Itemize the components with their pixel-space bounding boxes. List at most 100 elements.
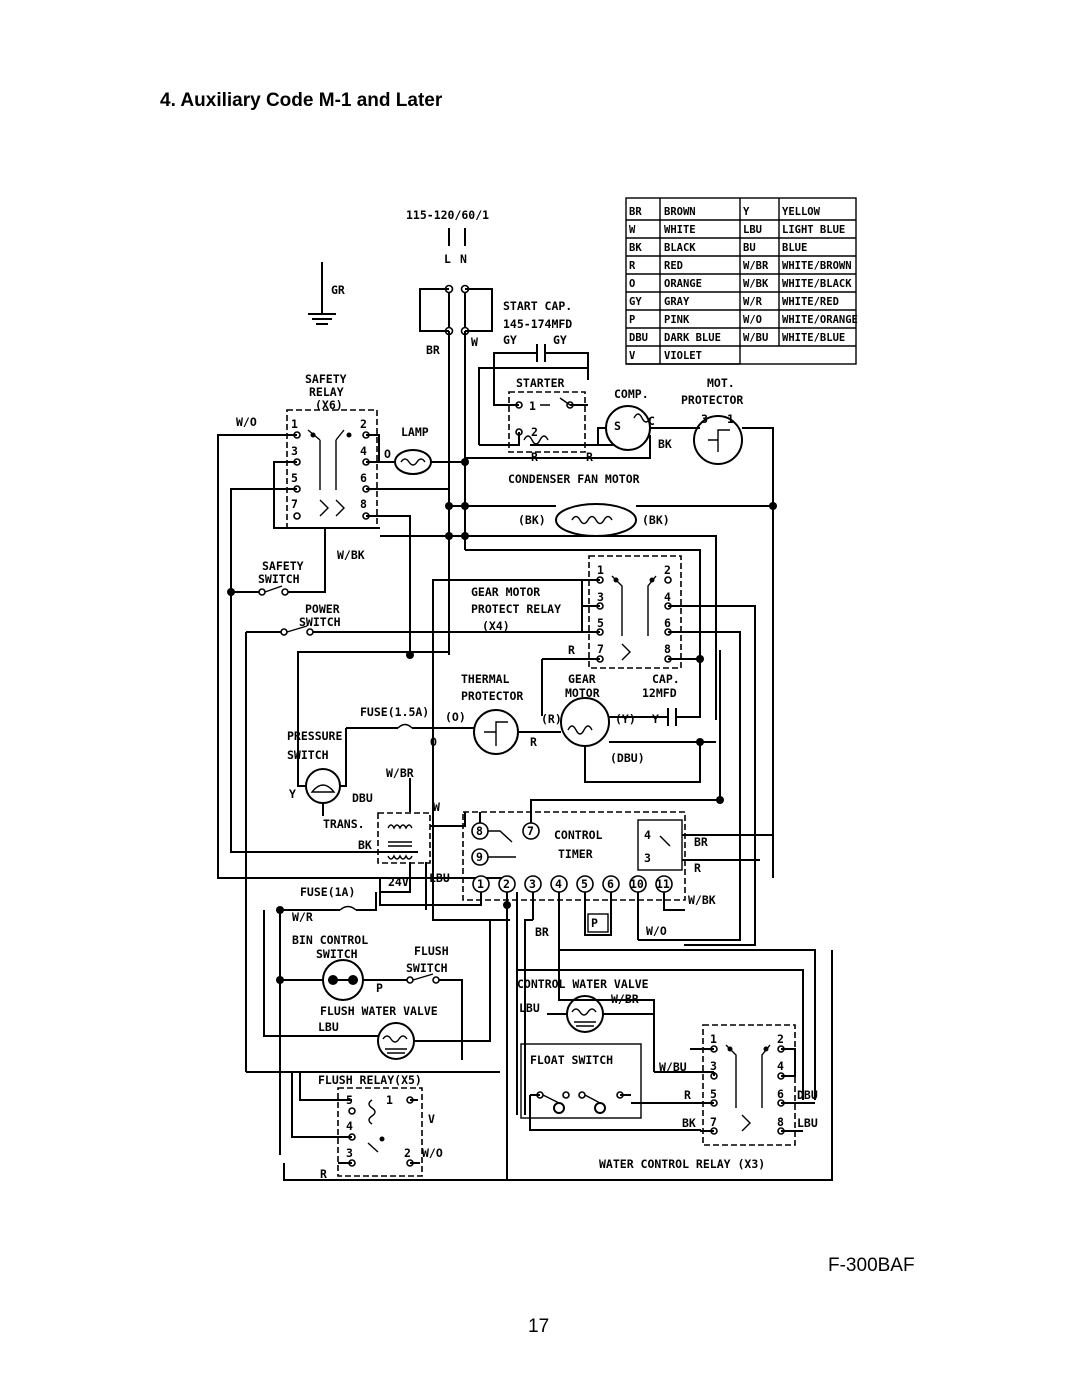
- wo-label: W/O: [236, 415, 257, 429]
- r-label-3: R: [694, 861, 701, 875]
- pressure-switch-label-1: PRESSURE: [287, 729, 342, 743]
- legend-color-2: LIGHT BLUE: [782, 224, 845, 236]
- gear-motor-label-1: GEAR: [568, 672, 596, 686]
- gr-label: GR: [331, 283, 345, 297]
- float-switch-box: [520, 1043, 642, 1119]
- legend-color: BLACK: [664, 242, 696, 254]
- 24v-label: 24V: [388, 875, 409, 889]
- legend-color: PINK: [664, 314, 690, 326]
- tt-4: 4: [555, 877, 562, 891]
- gm-term-6: 6: [664, 616, 671, 630]
- sr-term-6: 6: [360, 471, 367, 485]
- legend-code: BK: [629, 242, 642, 254]
- dbu-label-2: DBU: [797, 1088, 818, 1102]
- wbu-label: W/BU: [659, 1060, 687, 1074]
- wo-label-2: W/O: [646, 924, 667, 938]
- wc-term-7: 7: [710, 1115, 717, 1129]
- ct-term-9: 9: [476, 850, 483, 864]
- sr-term-4: 4: [360, 444, 367, 458]
- gear-motor-relay-label-3: (X4): [482, 619, 510, 633]
- sr-term-8: 8: [360, 497, 367, 511]
- gm-term-4: 4: [664, 590, 671, 604]
- fr-term-3: 3: [346, 1146, 353, 1160]
- dbu-paren-label: (DBU): [610, 751, 645, 765]
- br-label-2: BR: [694, 835, 708, 849]
- flush-relay-label: FLUSH RELAY(X5): [318, 1073, 422, 1087]
- ground-icon: [308, 262, 336, 325]
- legend-color-2: BLUE: [782, 242, 807, 254]
- bin-control-label-1: BIN CONTROL: [292, 933, 368, 947]
- safety-relay-label-3: (X6): [315, 398, 343, 412]
- legend-color-2: WHITE/BLUE: [782, 332, 845, 344]
- control-timer-label-1: CONTROL: [554, 828, 603, 842]
- control-timer-box: [462, 811, 686, 901]
- fuse-15-label: FUSE(1.5A): [360, 705, 429, 719]
- sr-term-1: 1: [291, 417, 298, 431]
- lamp-icon: [394, 449, 432, 475]
- float-switch-label: FLOAT SWITCH: [530, 1053, 613, 1067]
- comp-c-label: C: [648, 414, 655, 428]
- ct-term-4: 4: [644, 828, 651, 842]
- fan-bk-left: (BK): [518, 513, 546, 527]
- legend-code-2: W/BK: [743, 278, 769, 290]
- legend-color: GRAY: [664, 296, 690, 308]
- wc-term-6: 6: [777, 1087, 784, 1101]
- motor-protector-icon: [693, 415, 743, 465]
- fuse-1a-icon: [339, 905, 357, 911]
- gm-term-1: 1: [597, 563, 604, 577]
- legend-color-2: WHITE/BROWN: [782, 260, 852, 272]
- legend-color: ORANGE: [664, 278, 702, 290]
- legend-code: P: [629, 314, 635, 326]
- r-label-4: R: [320, 1167, 327, 1181]
- y-paren-label: (Y): [615, 712, 636, 726]
- fr-term-1: 1: [386, 1093, 393, 1107]
- safety-switch-label-2: SWITCH: [258, 572, 300, 586]
- mot-protector-label-2: PROTECTOR: [681, 393, 743, 407]
- wc-term-5: 5: [710, 1087, 717, 1101]
- legend-color: BROWN: [664, 206, 696, 218]
- r-label-5: R: [684, 1088, 691, 1102]
- legend-code: R: [629, 260, 636, 272]
- br-label-3: BR: [535, 925, 549, 939]
- wr-label: W/R: [292, 910, 313, 924]
- flush-switch-icon: [412, 973, 434, 981]
- legend-code: GY: [629, 296, 642, 308]
- legend-code-2: W/BR: [743, 260, 769, 272]
- legend-code: V: [629, 350, 636, 362]
- lamp-o-label: O: [384, 447, 391, 461]
- tt-3: 3: [529, 877, 536, 891]
- dbu-label: DBU: [352, 791, 373, 805]
- wc-term-2: 2: [777, 1032, 784, 1046]
- trans-label: TRANS.: [323, 817, 365, 831]
- v-label: V: [428, 1112, 435, 1126]
- legend-color-2: WHITE/BLACK: [782, 278, 852, 290]
- legend-color-2: WHITE/ORANGE: [782, 314, 858, 326]
- water-control-relay-label: WATER CONTROL RELAY (X3): [599, 1157, 765, 1171]
- lbu-label-3: LBU: [318, 1020, 339, 1034]
- p-label-2: P: [591, 916, 598, 930]
- legend-code: W: [629, 224, 636, 236]
- starter-label: STARTER: [516, 376, 565, 390]
- y-label-2: Y: [289, 787, 296, 801]
- legend-code: DBU: [629, 332, 648, 344]
- gear-motor-relay-label-1: GEAR MOTOR: [471, 585, 540, 599]
- thermal-label-2: PROTECTOR: [461, 689, 523, 703]
- wc-term-4: 4: [777, 1059, 784, 1073]
- timer-terminals: 1 2 3 4 5 6 10 11: [472, 875, 673, 893]
- p-label: P: [376, 981, 383, 995]
- flush-switch-label-1: FLUSH: [414, 944, 449, 958]
- safety-switch-label-1: SAFETY: [262, 559, 304, 573]
- wo-label-3: W/O: [422, 1146, 443, 1160]
- wbk-label: W/BK: [337, 548, 365, 562]
- tt-6: 6: [607, 877, 614, 891]
- wbr-label: W/BR: [386, 766, 414, 780]
- tt-1: 1: [477, 877, 484, 891]
- wc-term-8: 8: [777, 1115, 784, 1129]
- wbr-label-2: W/BR: [611, 992, 639, 1006]
- condenser-fan-motor-label: CONDENSER FAN MOTOR: [508, 472, 640, 486]
- control-timer-label-2: TIMER: [558, 847, 593, 861]
- sr-term-2: 2: [360, 417, 367, 431]
- float-icon-2: [594, 1102, 606, 1114]
